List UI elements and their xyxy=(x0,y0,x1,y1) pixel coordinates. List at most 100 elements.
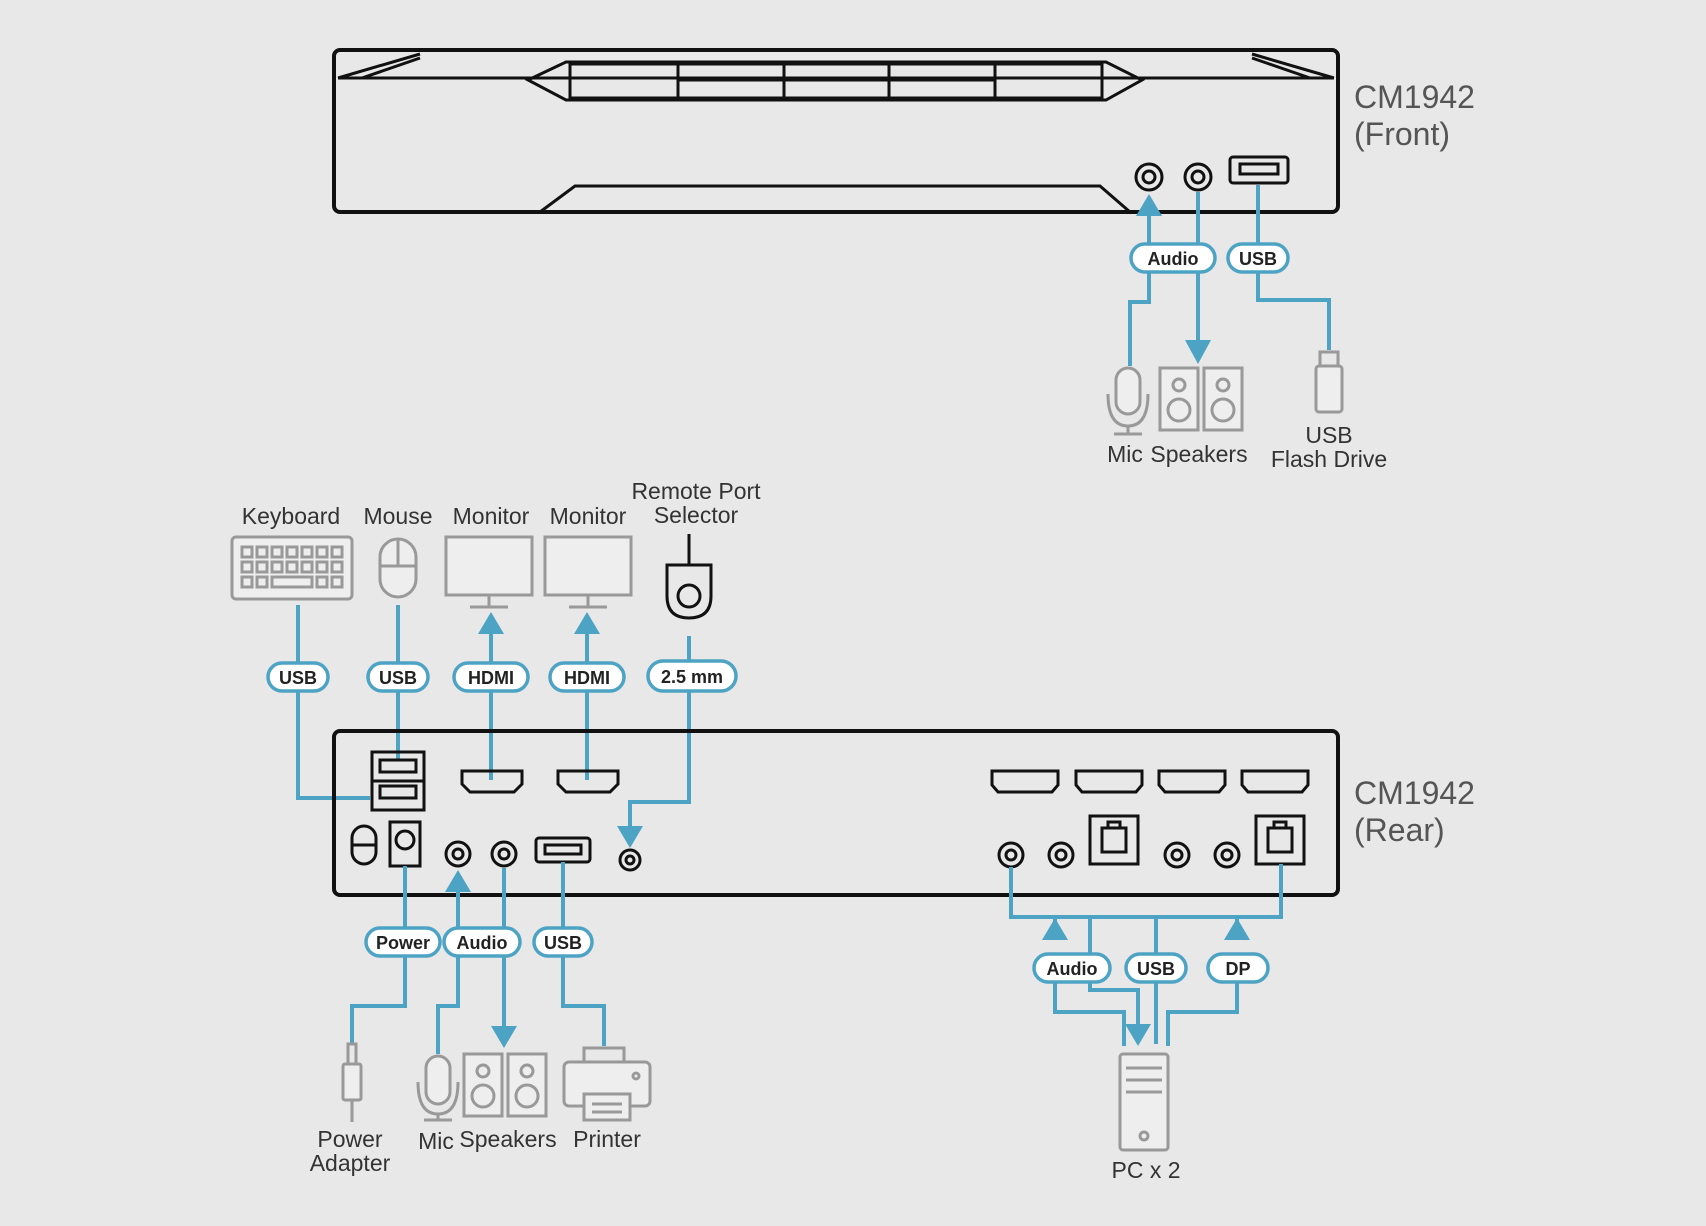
rear-mic-label: Mic xyxy=(418,1128,454,1154)
keyboard-key xyxy=(270,545,284,559)
rear-speakers-label: Speakers xyxy=(459,1126,556,1152)
power-adapter-icon xyxy=(341,1042,363,1122)
front-mic-port xyxy=(1134,162,1164,192)
keyboard-key xyxy=(255,545,269,559)
pc1-mic-port xyxy=(997,841,1025,869)
svg-text:HDMI: HDMI xyxy=(468,668,514,688)
rear-speaker-port xyxy=(490,840,518,868)
front-cables: Audio USB xyxy=(1128,185,1331,366)
svg-text:DP: DP xyxy=(1225,959,1250,979)
svg-text:USB: USB xyxy=(379,668,417,688)
monitor2-hdmi-cable-label xyxy=(548,661,626,693)
keyboard-key xyxy=(315,560,329,574)
monitor1-label: Monitor xyxy=(453,503,530,529)
keyboard-key xyxy=(330,545,344,559)
svg-text:USB: USB xyxy=(1239,249,1277,269)
remote-selector-label-line1: Remote Port xyxy=(631,478,761,504)
rear-usb-cable-label xyxy=(532,926,594,958)
pc-dp-cable-label xyxy=(1206,952,1270,984)
svg-text:HDMI: HDMI xyxy=(564,668,610,688)
pc1-speaker-port xyxy=(1047,841,1075,869)
keyboard-key xyxy=(255,560,269,574)
keyboard-key xyxy=(330,560,344,574)
svg-text:USB: USB xyxy=(1137,959,1175,979)
rear-unit-chassis xyxy=(332,729,1340,897)
printer-icon xyxy=(562,1046,652,1122)
front-port-buttons xyxy=(568,62,1104,100)
front-mic-label: Mic xyxy=(1107,441,1143,467)
keyboard-key xyxy=(240,575,254,589)
mouse-label: Mouse xyxy=(363,503,432,529)
front-speaker-port xyxy=(1183,162,1213,192)
keyboard-key xyxy=(300,545,314,559)
rear-view-label: (Rear) xyxy=(1354,812,1445,848)
dp-port-1 xyxy=(990,769,1060,794)
keyboard-key xyxy=(285,545,299,559)
printer-label: Printer xyxy=(573,1126,641,1152)
rear-speakers-icon xyxy=(462,1052,548,1118)
rear-top-cables: USB USB HDMI HDMI 2.5 mm xyxy=(266,605,738,848)
rear-bottom-cables: Power Audio USB xyxy=(350,862,606,1054)
keyboard-key xyxy=(270,560,284,574)
svg-text:Audio: Audio xyxy=(1148,249,1199,269)
rear-unit: CM1942 (Rear) xyxy=(332,729,1475,897)
power-cable-label xyxy=(364,926,442,958)
pc-usb-cable-label xyxy=(1124,952,1188,984)
keyboard-icon xyxy=(230,535,354,601)
dp-port-3 xyxy=(1157,769,1227,794)
keyboard-key xyxy=(240,560,254,574)
rear-model-label: CM1942 xyxy=(1354,775,1475,811)
svg-text:Audio: Audio xyxy=(457,933,508,953)
rear-hdmi-port-1 xyxy=(460,769,524,794)
keyboard-key xyxy=(255,575,269,589)
front-audio-cable-label xyxy=(1129,242,1217,274)
monitor1-hdmi-cable-label xyxy=(452,661,530,693)
monitor2-label: Monitor xyxy=(550,503,627,529)
svg-text:USB: USB xyxy=(279,668,317,688)
power-jack xyxy=(388,820,422,868)
front-speakers-label: Speakers xyxy=(1150,441,1247,467)
front-unit: CM1942 (Front) xyxy=(332,48,1475,214)
front-usb-cable-label xyxy=(1226,242,1290,274)
keyboard-label: Keyboard xyxy=(242,503,340,529)
pc-label: PC x 2 xyxy=(1111,1157,1180,1183)
pc-cables: Audio USB DP xyxy=(1009,864,1283,1046)
usb-drive-label-line1: USB xyxy=(1305,422,1352,448)
dp-port-4 xyxy=(1240,769,1310,794)
remote-selector-label-line2: Selector xyxy=(654,502,739,528)
mouse-usb-cable-label xyxy=(366,661,430,693)
remote-port-selector-icon xyxy=(665,534,713,620)
keyboard-key xyxy=(315,545,329,559)
mouse-icon xyxy=(378,537,418,599)
pc1-usb-b-port xyxy=(1088,814,1140,866)
keyboard-key xyxy=(240,545,254,559)
power-adapter-label-line2: Adapter xyxy=(310,1150,391,1176)
front-unit-chassis xyxy=(332,48,1340,214)
front-usb-port xyxy=(1228,155,1290,185)
rear-hdmi-port-2 xyxy=(556,769,620,794)
svg-text:2.5 mm: 2.5 mm xyxy=(661,667,723,687)
pc-audio-cable-label xyxy=(1032,952,1112,984)
svg-text:Power: Power xyxy=(376,933,430,953)
remote-2-5mm-cable-label xyxy=(646,659,738,693)
svg-text:Audio: Audio xyxy=(1047,959,1098,979)
usb-drive-label-line2: Flash Drive xyxy=(1271,446,1387,472)
front-mic-icon xyxy=(1106,366,1150,436)
rear-mic-port xyxy=(444,840,472,868)
monitor2-icon xyxy=(543,535,633,609)
keyboard-usb-cable-label xyxy=(266,661,330,693)
usb-flash-drive-icon xyxy=(1314,350,1344,414)
front-speakers-icon xyxy=(1158,366,1244,432)
rear-mic-icon xyxy=(416,1054,460,1122)
dp-port-2 xyxy=(1074,769,1144,794)
keyboard-key xyxy=(300,560,314,574)
keyboard-key xyxy=(330,575,344,589)
pc-tower-icon xyxy=(1118,1052,1170,1152)
power-adapter-label-line1: Power xyxy=(317,1126,383,1152)
monitor1-icon xyxy=(444,535,534,609)
keyboard-spacebar xyxy=(270,575,314,589)
front-model-label: CM1942 xyxy=(1354,79,1475,115)
remote-port-jack xyxy=(618,848,642,872)
front-view-label: (Front) xyxy=(1354,116,1450,152)
